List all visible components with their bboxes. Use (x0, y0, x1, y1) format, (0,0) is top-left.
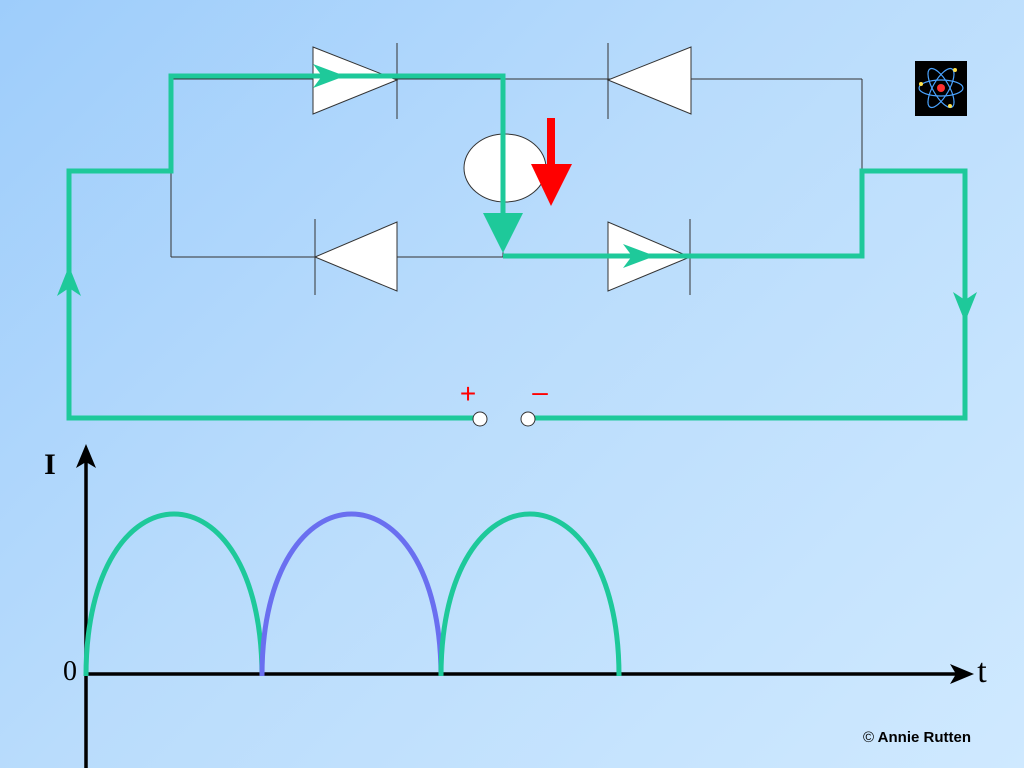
red-current-arrow (531, 118, 572, 206)
minus-label: – (532, 376, 548, 407)
terminal-plus (472, 411, 488, 427)
copyright-name: Annie Rutten (877, 729, 971, 746)
waveform-arch-2 (259, 511, 444, 677)
diode-bottom-left (313, 219, 398, 295)
waveform-arch-3 (438, 511, 622, 677)
graph-waveform (83, 511, 622, 677)
current-arrowhead-down (483, 213, 523, 253)
origin-label: 0 (63, 656, 77, 687)
copyright-symbol: © (862, 729, 875, 746)
y-axis-label: I (44, 448, 56, 481)
y-axis-arrowhead (76, 444, 96, 468)
diode-top-left (312, 43, 399, 119)
current-path (66, 73, 968, 421)
diode-top-right (606, 43, 692, 119)
current-direction-arrows (57, 64, 977, 322)
x-axis-arrowhead (950, 664, 974, 684)
atom-icon (915, 61, 967, 116)
graph-axes (84, 452, 962, 768)
terminal-minus (520, 411, 536, 427)
copyright-notice: © Annie Rutten (863, 729, 971, 746)
waveform-arch-1 (83, 511, 265, 677)
plus-label: + (460, 378, 476, 409)
x-axis-label: t (977, 653, 987, 690)
